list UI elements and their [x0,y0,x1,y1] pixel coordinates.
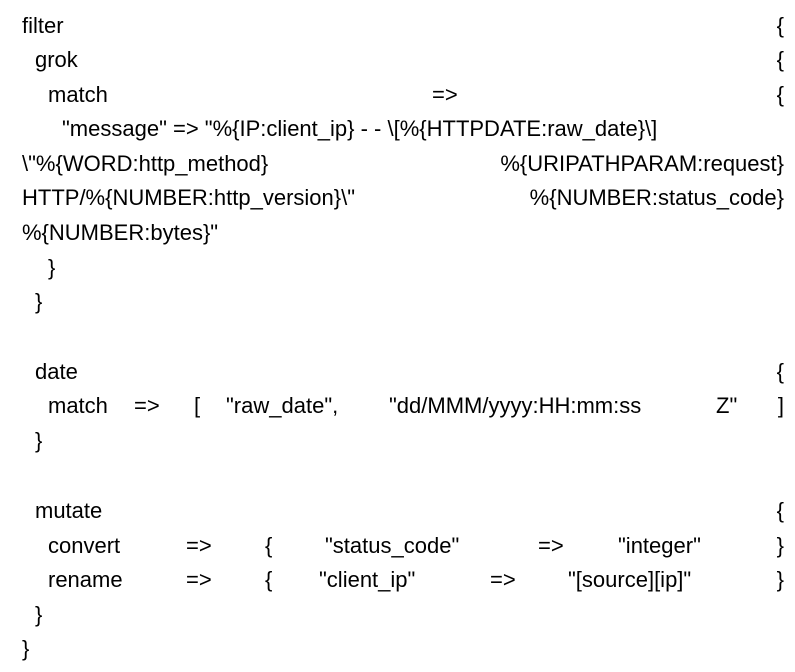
arrow-operator: => [134,393,160,418]
close-brace: } [35,602,43,627]
open-brace: { [776,82,784,107]
arrow-operator: => [432,82,458,107]
code-line-close-grok: } [22,286,784,318]
arrow-operator: => [538,533,564,558]
code-line-message: "message" => "%{IP:client_ip} - - \[%{HT… [22,113,784,145]
close-brace: } [776,533,784,558]
code-line-filter: filter { [22,10,784,42]
arrow-operator: => [490,567,516,592]
date-field-name: "raw_date", [226,393,339,418]
open-brace: { [776,47,784,72]
keyword-date: date [35,359,78,384]
code-line-convert: convert => { "status_code" => "integer" … [22,530,784,562]
code-line-grok: grok { [22,44,784,76]
rename-target-field: "[source][ip]" [568,567,692,592]
grok-pattern-part-1: "message" => "%{IP:client_ip} - - \[%{HT… [62,116,658,141]
keyword-match: match [48,393,108,418]
grok-pattern-status-code: %{NUMBER:status_code} [529,185,784,210]
rename-source-field: "client_ip" [319,567,416,592]
code-line-mutate: mutate { [22,495,784,527]
keyword-match: match [48,82,108,107]
date-format: "dd/MMM/yyyy:HH:mm:ss [389,393,642,418]
code-line-date-match: match => [ "raw_date", "dd/MMM/yyyy:HH:m… [22,390,784,422]
grok-pattern-request: %{URIPATHPARAM:request} [500,151,784,176]
date-format-zone: Z" [716,393,738,418]
code-line-close-match: } [22,252,784,284]
code-line-date: date { [22,356,784,388]
code-line-pattern-4: %{NUMBER:bytes}" [22,217,784,249]
code-line-rename: rename => { "client_ip" => "[source][ip]… [22,564,784,596]
code-line-pattern-2: \"%{WORD:http_method} %{URIPATHPARAM:req… [22,148,784,180]
open-brace: { [265,567,273,592]
code-line-close-mutate: } [22,599,784,631]
arrow-operator: => [186,533,212,558]
code-line-close-date: } [22,425,784,457]
close-brace: } [22,636,30,661]
grok-pattern-bytes: %{NUMBER:bytes}" [22,220,219,245]
grok-pattern-http-version: HTTP/%{NUMBER:http_version}\" [22,185,356,210]
keyword-mutate: mutate [35,498,103,523]
code-line-close-filter: } [22,633,784,665]
close-brace: } [48,255,56,280]
close-brace: } [776,567,784,592]
close-brace: } [35,289,43,314]
keyword-rename: rename [48,567,123,592]
convert-type: "integer" [618,533,701,558]
close-bracket: ] [777,393,784,418]
code-line-pattern-3: HTTP/%{NUMBER:http_version}\" %{NUMBER:s… [22,182,784,214]
keyword-grok: grok [35,47,78,72]
keyword-filter: filter [22,13,64,38]
close-brace: } [35,428,43,453]
code-line-match: match => { [22,79,784,111]
open-brace: { [265,533,273,558]
grok-pattern-http-method: \"%{WORD:http_method} [22,151,269,176]
convert-field-name: "status_code" [325,533,460,558]
keyword-convert: convert [48,533,121,558]
arrow-operator: => [186,567,212,592]
open-brace: { [776,359,784,384]
open-brace: { [776,498,784,523]
open-brace: { [776,13,784,38]
open-bracket: [ [194,393,201,418]
